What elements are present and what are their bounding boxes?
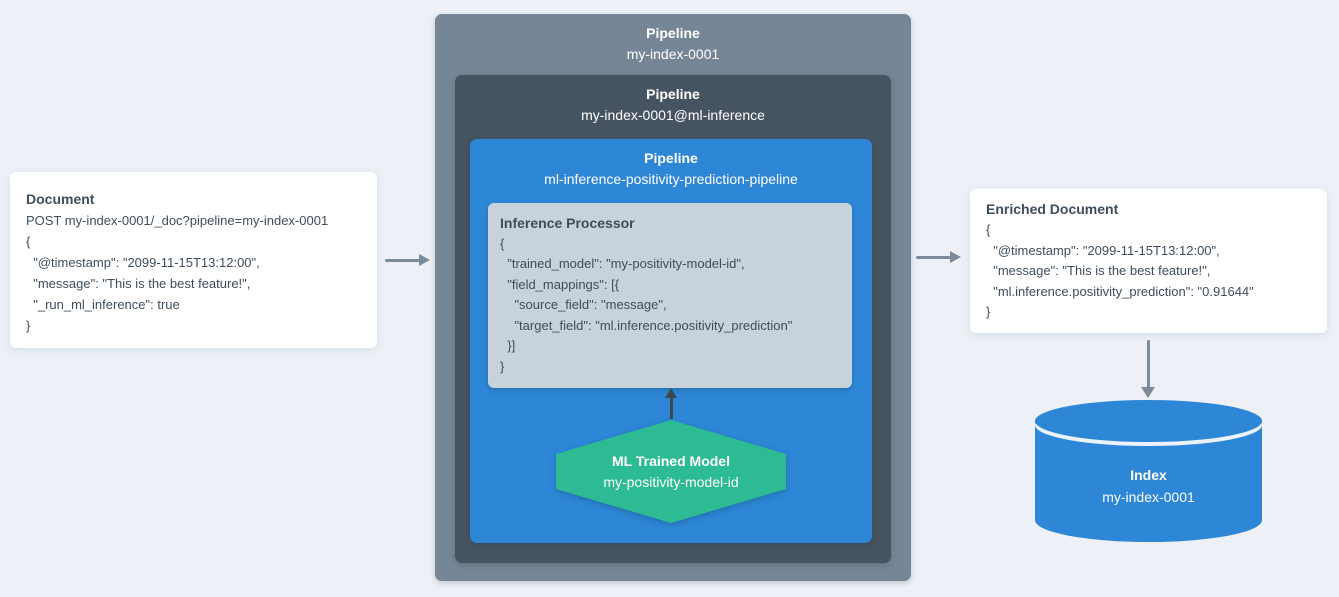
ml-model-title: ML Trained Model [612,452,730,469]
enriched-document-node: Enriched Document { "@timestamp": "2099-… [970,189,1327,333]
arrow-shaft [669,396,673,419]
arrow-pipeline-to-enriched-icon [916,251,961,264]
arrow-shaft [1146,340,1150,390]
index-name: my-index-0001 [1102,489,1195,505]
arrow-head [664,388,677,398]
arrow-shaft [916,256,951,259]
pipeline-inner-label: Pipeline [644,150,698,166]
index-node: Index my-index-0001 [1035,400,1262,542]
hexagon-shape: ML Trained Model my-positivity-model-id [556,420,786,523]
document-title: Document [26,191,95,207]
pipeline-middle-name: my-index-0001@ml-inference [581,107,765,123]
enriched-document-code: { "@timestamp": "2099-11-15T13:12:00", "… [986,222,1254,319]
pipeline-middle-header: Pipeline my-index-0001@ml-inference [455,75,891,126]
ml-model-name: my-positivity-model-id [603,473,739,490]
inference-processor-code: { "trained_model": "my-positivity-model-… [500,235,793,374]
enriched-document-title: Enriched Document [986,201,1119,217]
cylinder-top [1035,400,1262,442]
ml-trained-model-node: ML Trained Model my-positivity-model-id [556,420,786,523]
arrow-shaft [385,259,420,262]
arrow-model-to-processor-icon [664,388,678,419]
inference-processor-title: Inference Processor [500,215,635,231]
arrow-document-to-pipeline-icon [385,254,430,267]
pipeline-outer-label: Pipeline [646,25,700,41]
pipeline-inner-name: ml-inference-positivity-prediction-pipel… [544,171,798,187]
pipeline-inner-header: Pipeline ml-inference-positivity-predict… [470,139,872,190]
index-label: Index my-index-0001 [1035,464,1262,508]
arrow-head [419,254,430,266]
index-title: Index [1130,467,1167,483]
pipeline-middle-label: Pipeline [646,86,700,102]
arrow-head [1141,387,1155,398]
document-node: Document POST my-index-0001/_doc?pipelin… [10,172,377,348]
arrow-enriched-to-index-icon [1141,340,1155,398]
pipeline-outer-name: my-index-0001 [626,46,720,62]
pipeline-outer-header: Pipeline my-index-0001 [435,14,911,65]
arrow-head [950,251,961,263]
document-code: POST my-index-0001/_doc?pipeline=my-inde… [26,213,329,333]
inference-processor-node: Inference Processor { "trained_model": "… [488,203,852,388]
